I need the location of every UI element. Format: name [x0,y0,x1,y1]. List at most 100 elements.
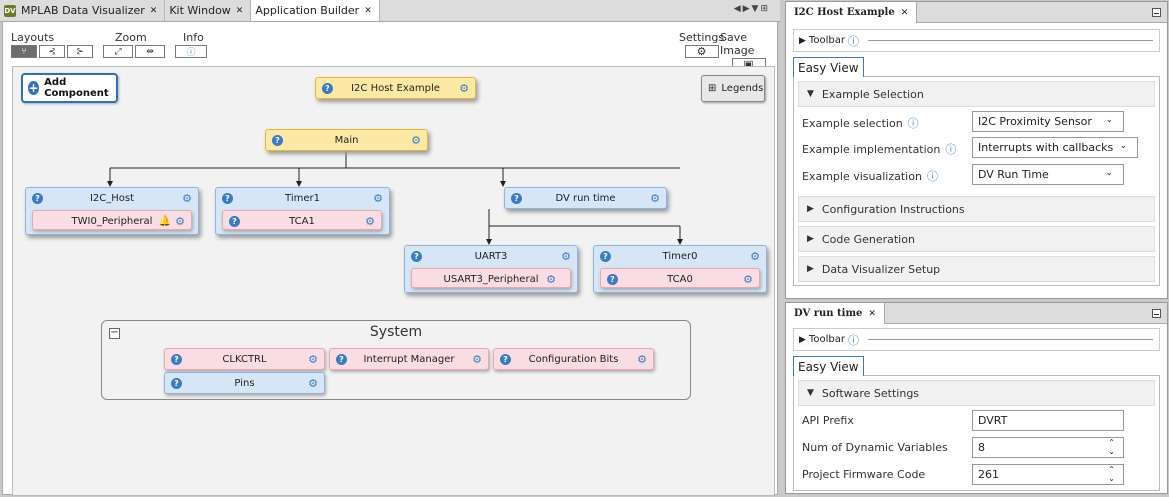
maximize-icon[interactable]: ⊞ [760,4,770,14]
info-icon[interactable]: ⓘ [927,168,938,184]
right-layout-icon: ⊱ [76,47,84,57]
settings-button[interactable]: ⚙ [685,45,719,58]
spinner-arrows-icon[interactable]: ⌃⌄ [1108,438,1115,456]
node-tca0[interactable]: ?TCA0⚙ [600,268,760,288]
example-visualization-dropdown[interactable]: DV Run Time ⌄ [972,164,1124,185]
info-icon[interactable]: ⓘ [848,332,859,348]
help-icon[interactable]: ? [600,251,611,262]
gear-icon[interactable]: ⚙ [546,274,556,285]
tab-application-builder[interactable]: Application Builder ✕ [251,0,379,21]
node-pins[interactable]: ?Pins⚙ [164,372,325,394]
layout-tree-button[interactable]: ⑂ [11,45,37,58]
gear-icon[interactable]: ⚙ [561,251,571,262]
add-component-button[interactable]: + Add Component [21,73,118,103]
layout-right-button[interactable]: ⊱ [67,45,93,58]
dropdown-value: Interrupts with callbacks [978,141,1113,154]
info-icon[interactable]: ⓘ [908,115,919,131]
close-icon[interactable]: ✕ [150,6,158,16]
info-button[interactable]: ⓘ [175,45,207,58]
close-icon[interactable]: ✕ [901,8,909,18]
gear-icon[interactable]: ⚙ [365,216,375,227]
zoom-fit-button[interactable]: ⤢ [103,45,133,58]
caret-down-icon: ▼ [807,89,814,99]
node-interrupt-manager[interactable]: ?Interrupt Manager⚙ [329,348,489,370]
gear-icon[interactable]: ⚙ [411,135,421,146]
layout-horizontal-button[interactable]: ⊰ [39,45,65,58]
num-dynamic-variables-stepper[interactable]: 8 ⌃⌄ [972,437,1124,458]
gear-icon[interactable]: ⚙ [373,193,383,204]
field-label: Num of Dynamic Variables [802,441,948,454]
node-tca1[interactable]: ?TCA1⚙ [222,210,382,230]
gear-icon[interactable]: ⚙ [750,251,760,262]
node-main[interactable]: ?Main⚙ [265,129,428,151]
node-label: TWI0_Peripheral [72,216,153,227]
section-label: Software Settings [822,387,919,400]
tab-navigation[interactable]: ◀▶▼⊞ [734,4,770,14]
tab-mplab-data-visualizer[interactable]: DV MPLAB Data Visualizer ✕ [0,0,165,21]
divider [868,40,1153,41]
gear-icon[interactable]: ⚙ [175,216,185,227]
help-icon[interactable]: ? [171,378,182,389]
easy-view-tab[interactable]: Easy View [793,57,864,77]
toolbar-expander[interactable]: ▶ Toolbar ⓘ [793,29,1160,52]
section-example-selection[interactable]: ▼ Example Selection [798,81,1155,107]
scroll-right-icon[interactable]: ▶ [743,4,752,14]
help-icon[interactable]: ? [272,135,283,146]
help-icon[interactable]: ? [32,193,43,204]
gear-icon[interactable]: ⚙ [308,354,318,365]
help-icon[interactable]: ? [500,354,511,365]
gear-icon[interactable]: ⚙ [182,193,192,204]
easy-view-label: Easy View [798,360,859,374]
caret-right-icon: ▶ [807,204,814,214]
node-clkctrl[interactable]: ?CLKCTRL⚙ [164,348,325,370]
close-icon[interactable]: ✕ [868,309,876,319]
toolbar-expander[interactable]: ▶ Toolbar ⓘ [793,328,1160,351]
node-twi0-peripheral[interactable]: TWI0_Peripheral🔔⚙ [32,210,192,230]
spinner-arrows-icon[interactable]: ⌃⌄ [1108,465,1115,483]
project-firmware-code-stepper[interactable]: 261 ⌃⌄ [972,464,1124,485]
node-i2c-host-example[interactable]: ?I2C Host Example⚙ [315,77,476,99]
panel-tab-i2c-host-example[interactable]: I2C Host Example ✕ [786,2,917,23]
section-configuration-instructions[interactable]: ▶ Configuration Instructions [798,196,1155,222]
info-icon[interactable]: ⓘ [945,141,956,157]
help-icon[interactable]: ? [411,251,422,262]
example-implementation-dropdown[interactable]: Interrupts with callbacks ⌄ [972,137,1138,158]
minimize-button[interactable] [1152,8,1161,17]
info-icon[interactable]: ⓘ [848,33,859,49]
tab-kit-window[interactable]: Kit Window ✕ [165,0,251,21]
node-timer0[interactable]: ?Timer0⚙ ?TCA0⚙ [593,245,767,293]
scroll-left-icon[interactable]: ◀ [734,4,743,14]
help-icon[interactable]: ? [229,216,240,227]
easy-view-tab[interactable]: Easy View [793,356,864,376]
api-prefix-input[interactable]: DVRT [972,410,1124,431]
gear-icon[interactable]: ⚙ [459,83,469,94]
gear-icon[interactable]: ⚙ [743,274,753,285]
help-icon[interactable]: ? [607,274,618,285]
node-uart3[interactable]: ?UART3⚙ USART3_Peripheral⚙ [404,245,578,293]
gear-icon[interactable]: ⚙ [637,354,647,365]
example-selection-dropdown[interactable]: I2C Proximity Sensor ⌄ [972,111,1124,132]
node-i2c-host[interactable]: ?I2C_Host⚙ TWI0_Peripheral🔔⚙ [25,187,199,235]
section-code-generation[interactable]: ▶ Code Generation [798,226,1155,252]
section-software-settings[interactable]: ▼ Software Settings [798,380,1155,406]
section-data-visualizer-setup[interactable]: ▶ Data Visualizer Setup [798,256,1155,282]
help-icon[interactable]: ? [222,193,233,204]
node-usart3-peripheral[interactable]: USART3_Peripheral⚙ [411,268,571,288]
node-dv-run-time[interactable]: ?DV run time⚙ [504,187,667,209]
help-icon[interactable]: ? [171,354,182,365]
gear-icon[interactable]: ⚙ [472,354,482,365]
component-canvas[interactable]: + Add Component ⊞ Legends ?I2C Host Exam… [12,66,775,496]
gear-icon[interactable]: ⚙ [308,378,318,389]
gear-icon[interactable]: ⚙ [650,193,660,204]
legends-button[interactable]: ⊞ Legends [701,75,765,102]
help-icon[interactable]: ? [336,354,347,365]
close-icon[interactable]: ✕ [364,6,372,16]
help-icon[interactable]: ? [322,83,333,94]
help-icon[interactable]: ? [511,193,522,204]
close-icon[interactable]: ✕ [236,6,244,16]
node-configuration-bits[interactable]: ?Configuration Bits⚙ [493,348,654,370]
zoom-collapse-button[interactable]: ⇹ [135,45,165,58]
panel-tab-dv-run-time[interactable]: DV run time ✕ [786,303,885,324]
node-timer1[interactable]: ?Timer1⚙ ?TCA1⚙ [215,187,390,235]
minimize-button[interactable] [1152,309,1161,318]
